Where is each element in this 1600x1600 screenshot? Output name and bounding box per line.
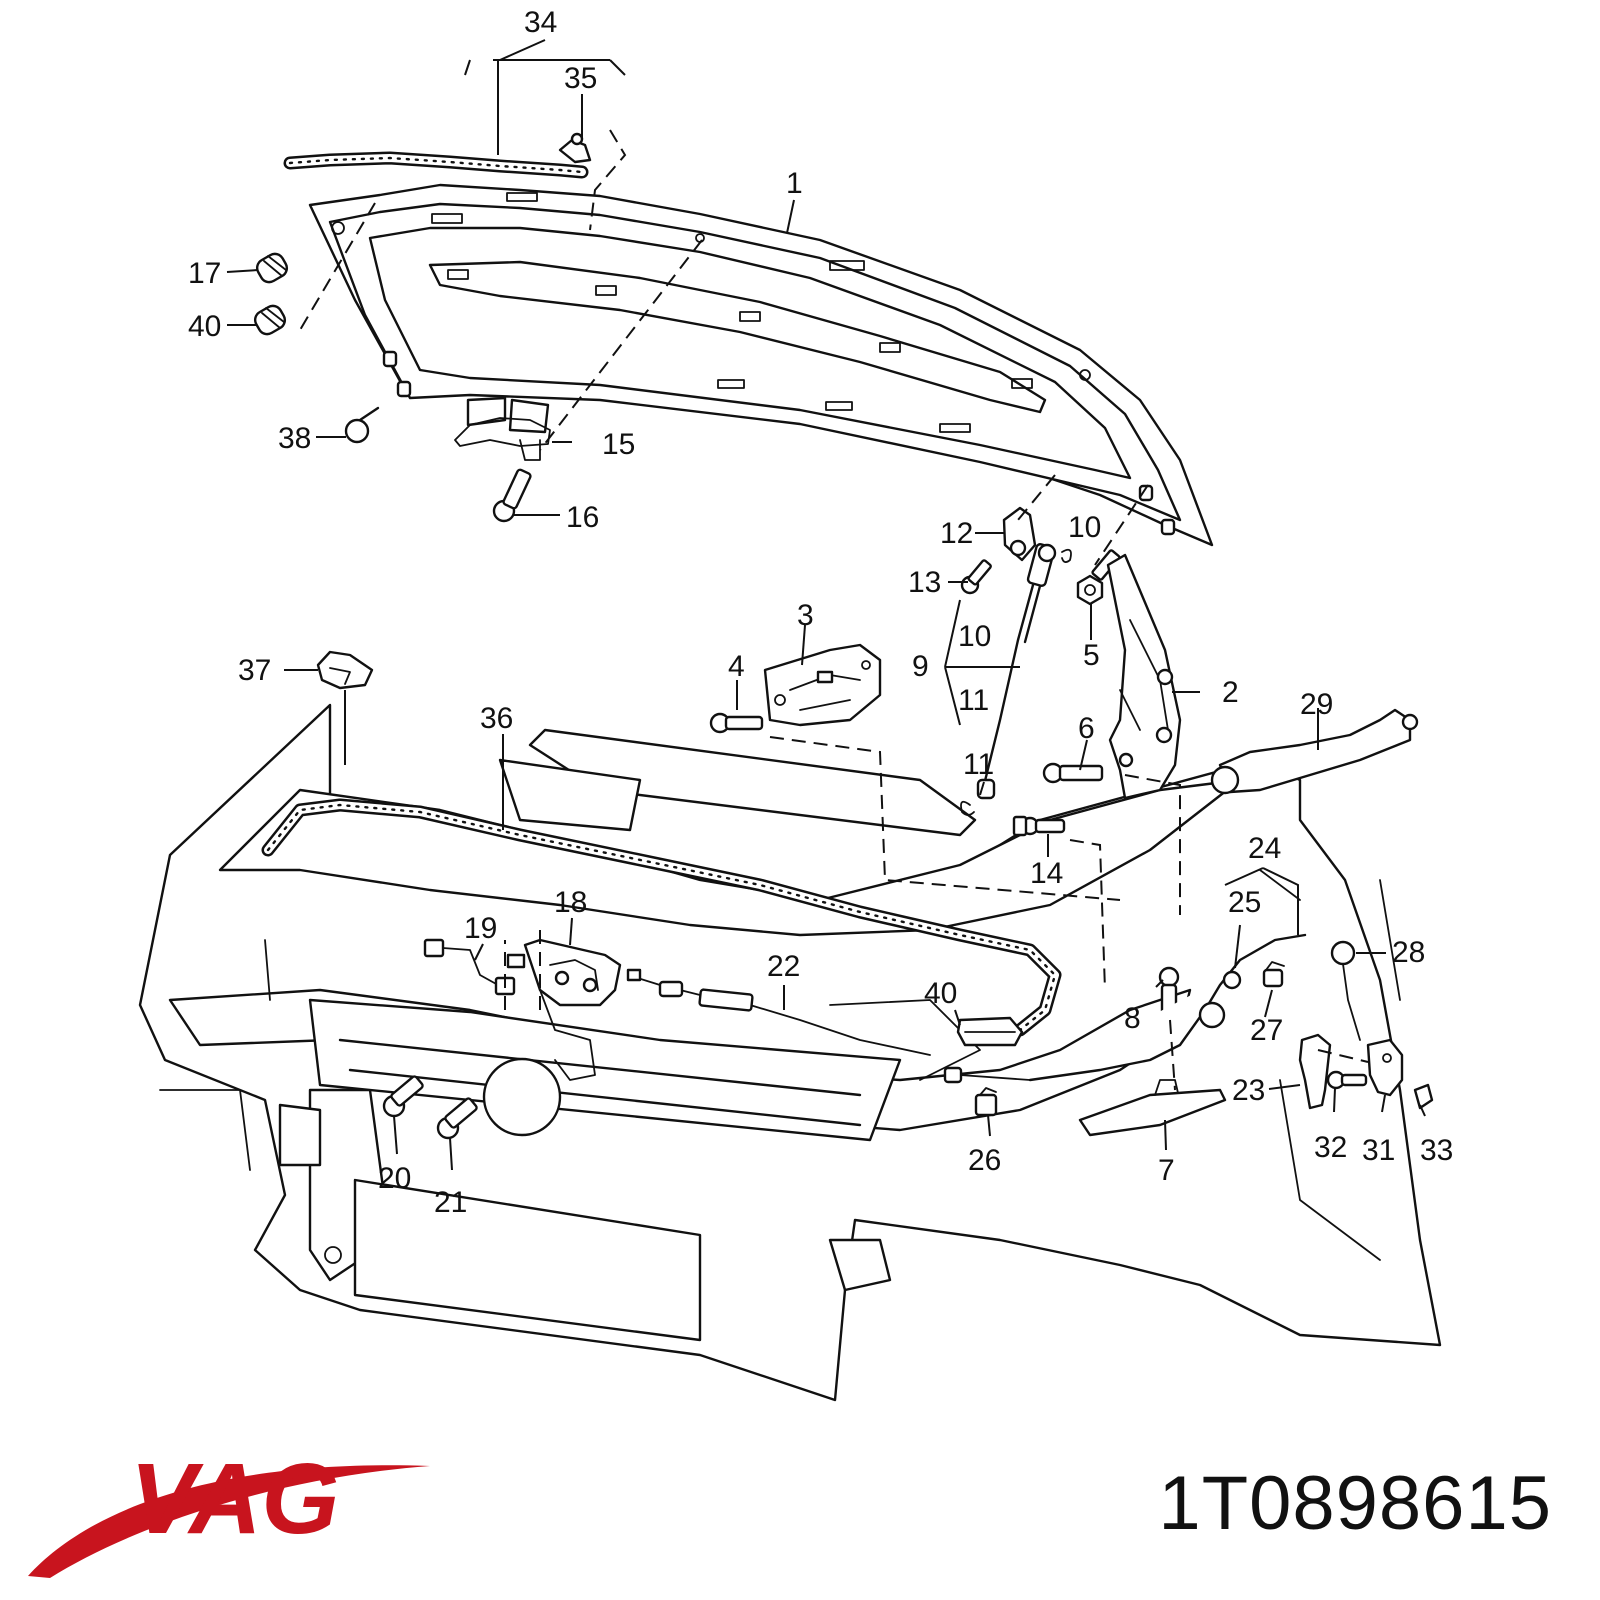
bolt-14: [1012, 815, 1066, 837]
callout-36: 36: [480, 702, 513, 735]
callout-11b: 11: [963, 748, 994, 781]
callout-6: 6: [1078, 712, 1095, 745]
lever-bracket-31: [1366, 1038, 1404, 1097]
hood-hinge-2: [1106, 553, 1182, 800]
callout-5: 5: [1083, 639, 1100, 672]
callout-26: 26: [968, 1144, 1001, 1177]
callout-16: 16: [566, 501, 599, 534]
hood-slots: [431, 192, 1033, 433]
bolt-6: [1042, 762, 1104, 784]
clip-33: [1413, 1083, 1434, 1110]
callout-19: 19: [464, 912, 497, 945]
callout-31: 31: [1362, 1134, 1395, 1167]
vag-logo: VAG: [28, 1443, 430, 1578]
callout-21: 21: [434, 1186, 467, 1219]
gas-strut-9: [976, 543, 1057, 800]
retainer-clip-40: [956, 1016, 1024, 1047]
callout-3: 3: [797, 599, 814, 632]
seal-clip-35: [558, 132, 592, 164]
clip-10: [1061, 548, 1072, 563]
callout-37: 37: [238, 654, 271, 687]
front-seal-36: [261, 798, 1062, 1037]
lock-carrier-bracket-3: [763, 643, 882, 727]
release-cable-24: [943, 933, 1307, 1084]
callout-34: 34: [524, 6, 557, 39]
callout-40b: 40: [924, 977, 957, 1010]
bolt-16: [492, 468, 532, 523]
cable-clip-28: [1330, 940, 1361, 1041]
callout-32: 32: [1314, 1131, 1347, 1164]
release-lever-29: [1210, 708, 1419, 795]
hood-studs: [382, 350, 1176, 536]
callout-9: 9: [912, 650, 929, 683]
bolt-13: [960, 559, 992, 595]
logo-text: VAG: [130, 1443, 339, 1555]
hood-panel: [308, 183, 1214, 547]
callout-35: 35: [564, 62, 597, 95]
bolt-4: [709, 712, 764, 734]
callout-10b: 10: [958, 620, 991, 653]
rubber-buffer-17: [255, 252, 289, 284]
leader-lines: [226, 39, 1426, 1171]
logo-swoosh: [28, 1465, 430, 1578]
hood-lock-18: [506, 938, 622, 1081]
cable-clip-27: [1262, 961, 1285, 988]
callout-18: 18: [554, 886, 587, 919]
part-number: 1T0898615: [1158, 1461, 1552, 1546]
callout-28: 28: [1392, 936, 1425, 969]
callout-1: 1: [786, 167, 803, 200]
bolt-21: [436, 1097, 478, 1140]
callout-2: 2: [1222, 676, 1239, 709]
callout-24: 24: [1248, 832, 1281, 865]
callout-33: 33: [1420, 1134, 1453, 1167]
callout-4: 4: [728, 650, 745, 683]
callout-29: 29: [1300, 688, 1333, 721]
callout-14: 14: [1030, 857, 1063, 890]
release-cable-22: [626, 968, 931, 1056]
release-handle-23: [1298, 1033, 1332, 1110]
clip-38: [344, 406, 380, 444]
cable-bracket-7: [1078, 1079, 1227, 1137]
strut-bracket-12: [1002, 506, 1037, 562]
callout-20: 20: [378, 1162, 411, 1195]
callout-38: 38: [278, 422, 311, 455]
callout-17: 17: [188, 257, 221, 290]
screw-32: [1326, 1070, 1368, 1090]
callout-40a: 40: [188, 310, 221, 343]
hood-seal-34: [283, 151, 589, 179]
callout-8: 8: [1124, 1002, 1141, 1035]
callout-15: 15: [602, 428, 635, 461]
callout-25: 25: [1228, 886, 1261, 919]
assembly-dashed-lines: [299, 129, 1369, 1091]
callout-23: 23: [1232, 1074, 1265, 1107]
rubber-buffer-40: [253, 304, 287, 336]
retainer-clip-37: [316, 650, 374, 690]
callout-27: 27: [1250, 1014, 1283, 1047]
callout-11a: 11: [958, 684, 989, 717]
callout-labels: 34 35 1 17 40 38 15 16 12 10 13 3 10 5 4…: [188, 6, 1453, 1219]
callout-13: 13: [908, 566, 941, 599]
callout-22: 22: [767, 950, 800, 983]
callout-10a: 10: [1068, 511, 1101, 544]
cable-clip-26: [974, 1087, 998, 1117]
clip-11: [960, 800, 975, 816]
lock-striker-15: [454, 396, 551, 461]
callout-7: 7: [1158, 1154, 1175, 1187]
callout-12: 12: [940, 517, 973, 550]
